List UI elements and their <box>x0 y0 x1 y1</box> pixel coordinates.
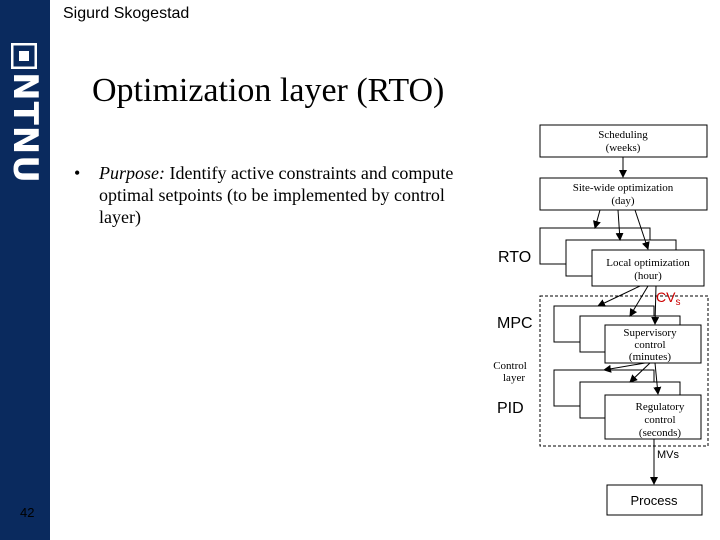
arrow-local-supervisory-2 <box>629 285 649 317</box>
control-layer-label: Control <box>493 360 527 372</box>
mvs-label: MVs <box>657 449 680 461</box>
sitewide-box <box>539 177 708 211</box>
regulatory-label: Regulatory <box>636 401 685 413</box>
bullet-text: Purpose: Identify active constraints and… <box>99 162 489 228</box>
control-layer-sublabel: layer <box>503 372 525 384</box>
cvs-label-subscript: s <box>675 297 680 308</box>
sitewide-period: (day) <box>611 195 635 207</box>
cvs-label-main: CV <box>656 289 676 305</box>
bullet-label: Purpose: <box>99 163 165 183</box>
process-box <box>606 484 703 516</box>
supervisory-period: (minutes) <box>629 351 671 363</box>
arrow-sitewide-local-2 <box>615 209 624 241</box>
mpc-label: MPC <box>497 315 533 332</box>
regulatory-control-box <box>604 394 702 440</box>
author-name: Sigurd Skogestad <box>63 5 190 22</box>
arrow-supervisory-regulatory-3 <box>653 362 662 395</box>
bullet-marker: • <box>74 163 81 183</box>
arrow-local-supervisory-3 <box>651 285 660 325</box>
regulatory-sublabel: control <box>644 414 675 426</box>
page-number: 42 <box>20 505 35 520</box>
cvs-label: CVs <box>656 289 680 308</box>
local-label: Local optimization <box>606 257 690 269</box>
pid-label: PID <box>497 400 524 417</box>
scheduling-box <box>539 124 708 158</box>
control-layer-boundary <box>539 295 709 447</box>
arrow-local-supervisory-1 <box>597 285 641 307</box>
arrow-supervisory-regulatory-2 <box>629 362 651 383</box>
bullet-body: Identify active constraints and compute … <box>99 163 454 227</box>
arrow-supervisory-regulatory-1 <box>603 362 646 373</box>
scheduling-label: Scheduling <box>598 129 648 141</box>
supervisory-sublabel: control <box>634 339 665 351</box>
ntnu-logo-icon <box>11 43 37 69</box>
supervisory-control-box <box>604 324 702 364</box>
arrow-sitewide-local-1 <box>593 209 601 229</box>
arrow-sitewide-local-3 <box>634 209 650 250</box>
sidebar: NTNU <box>0 0 50 540</box>
sitewide-label: Site-wide optimization <box>573 182 674 194</box>
process-label: Process <box>631 493 678 508</box>
rto-label: RTO <box>498 249 531 266</box>
local-period: (hour) <box>634 270 662 282</box>
supervisory-label: Supervisory <box>623 327 677 339</box>
slide-title: Optimization layer (RTO) <box>92 72 445 109</box>
scheduling-period: (weeks) <box>606 142 641 154</box>
regulatory-period: (seconds) <box>639 427 681 439</box>
